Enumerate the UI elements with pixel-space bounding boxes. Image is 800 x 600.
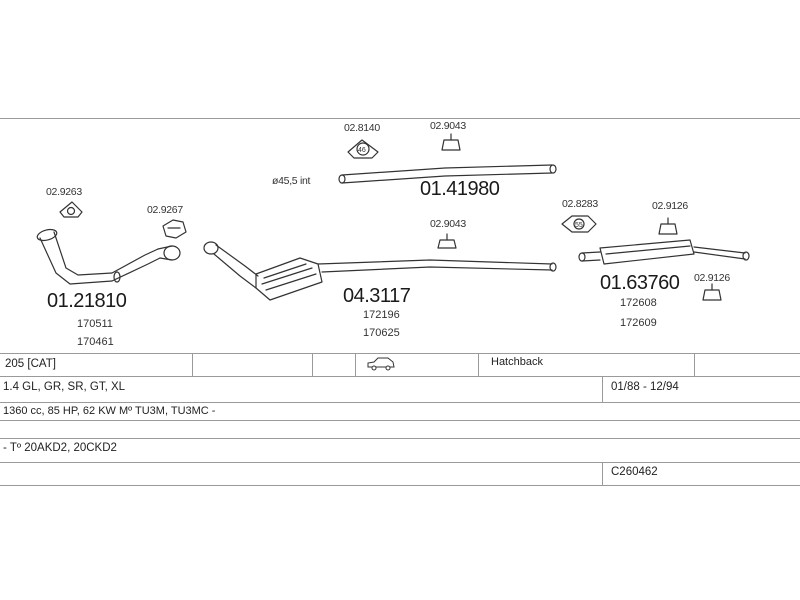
row1-divider-c [355,353,356,376]
rear-muffler-ref-2: 172609 [620,317,657,329]
svg-text:46: 46 [358,147,366,154]
gearbox-spec: - Tº 20AKD2, 20CKD2 [3,442,117,454]
front-pipe-ref-1: 170511 [77,318,113,330]
rear-hanger-bottom-icon [702,283,722,301]
model-name: 205 [CAT] [5,358,56,370]
mid-hanger-icon [441,133,461,151]
front-gasket-part-no: 02.9263 [46,186,82,198]
mid-mount-rubber-icon: 46 [347,139,379,159]
table-rule-5 [0,438,800,439]
row1-divider-e [694,353,695,376]
front-pipe-ref-2: 170461 [77,336,114,348]
mid-mount-rubber-part-no: 02.8140 [344,122,380,134]
row5-divider [602,462,603,485]
catalytic-converter-drawing [203,241,557,301]
production-years: 01/88 - 12/94 [611,381,679,393]
cat-mount-part-no: 02.9043 [430,218,466,230]
row1-divider-a [192,353,193,376]
svg-text:55: 55 [575,222,583,229]
rear-muffler-drawing [578,239,750,265]
front-pipe-drawing [36,228,181,285]
rear-mount-rubber-icon: 55 [561,215,597,233]
rear-hanger-bottom-part-no: 02.9126 [694,272,730,284]
body-type: Hatchback [491,356,543,368]
table-rule-7 [0,485,800,486]
row1-divider-d [478,353,479,376]
cat-converter-ref-1: 172196 [363,309,400,321]
row2-divider [602,376,603,402]
rear-hanger-top-icon [658,217,678,235]
front-pipe-part-no: 01.21810 [47,290,127,312]
table-rule-3 [0,402,800,403]
exhaust-drawing: 46 55 [36,133,750,301]
mid-pipe-drawing [338,164,557,184]
car-silhouette-icon [366,357,396,374]
mid-pipe-diameter-note: ø45,5 int [272,175,311,187]
front-clamp-icon [162,219,187,239]
front-gasket-icon [59,201,83,218]
row1-divider-b [312,353,313,376]
engine-spec: 1360 cc, 85 HP, 62 KW Mº TU3M, TU3MC - [3,405,216,417]
mid-pipe-part-no: 01.41980 [420,178,500,200]
trim-levels: 1.4 GL, GR, SR, GT, XL [3,381,126,393]
rear-muffler-part-no: 01.63760 [600,272,680,294]
table-rule-4 [0,420,800,421]
rear-hanger-top-part-no: 02.9126 [652,200,688,212]
rear-mount-rubber-part-no: 02.8283 [562,198,598,210]
table-rule-2 [0,376,800,377]
cat-converter-ref-2: 170625 [363,327,400,339]
front-clamp-part-no: 02.9267 [147,204,183,216]
top-divider [0,118,800,119]
exhaust-system-diagram: 46 55 0 [0,118,800,353]
cat-converter-part-no: 04.3117 [343,285,411,307]
mid-hanger-part-no: 02.9043 [430,120,466,132]
catalog-code: C260462 [611,466,658,478]
table-rule-6 [0,462,800,463]
rear-muffler-ref-1: 172608 [620,297,657,309]
cat-mount-icon [437,233,457,249]
table-rule-1 [0,353,800,354]
